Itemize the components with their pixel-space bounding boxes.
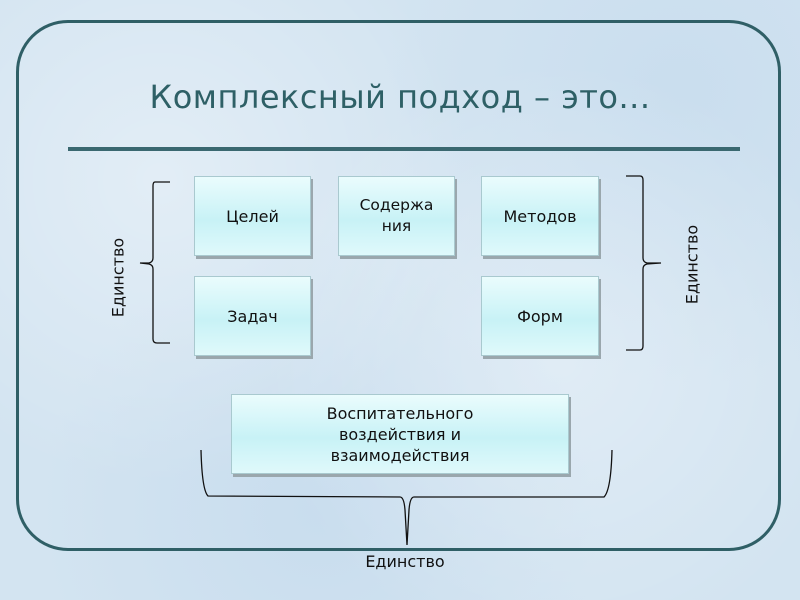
box-influence-line-1: Воспитательного xyxy=(326,403,474,423)
slide-title: Комплексный подход – это... xyxy=(149,78,651,116)
box-methods-label: Методов xyxy=(503,206,577,226)
box-content-line-1: Содержа xyxy=(359,196,434,214)
box-forms-label: Форм xyxy=(517,306,563,326)
box-content-line-2: ния xyxy=(381,217,412,235)
box-tasks: Задач xyxy=(194,276,311,356)
box-influence-line-2: воздействия и xyxy=(338,424,462,444)
box-content: Содержа ния xyxy=(338,176,455,256)
left-brace xyxy=(139,181,170,344)
box-methods: Методов xyxy=(481,176,599,256)
unity-label-left: Единство xyxy=(108,237,128,318)
bottom-brace xyxy=(200,449,613,546)
box-forms: Форм xyxy=(481,276,599,356)
slide-frame xyxy=(16,20,781,551)
right-brace xyxy=(626,175,662,351)
title-divider xyxy=(68,147,740,151)
box-goals: Целей xyxy=(194,176,311,256)
box-goals-label: Целей xyxy=(226,206,279,226)
unity-label-right: Единство xyxy=(682,224,702,305)
unity-label-bottom: Единство xyxy=(365,552,445,571)
box-influence-line-3: взаимодействия xyxy=(330,445,470,465)
box-tasks-label: Задач xyxy=(227,306,278,326)
box-influence: Воспитательного воздействия и взаимодейс… xyxy=(231,394,569,474)
